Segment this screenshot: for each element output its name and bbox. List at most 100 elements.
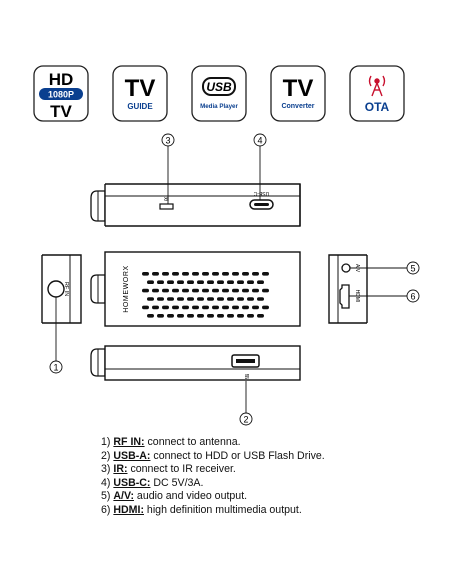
badge-tv-guide: TV GUIDE xyxy=(112,65,168,122)
vent-slot xyxy=(207,314,214,318)
vent-slot xyxy=(207,280,214,284)
vent-slot xyxy=(207,297,214,301)
callout-6: 6 xyxy=(349,289,420,303)
callout-3: 3 xyxy=(161,133,175,204)
vent-slot xyxy=(152,288,159,293)
vent-slot xyxy=(257,297,264,301)
vent-slot xyxy=(262,288,269,293)
vent-slot xyxy=(177,297,184,301)
svg-text:Converter: Converter xyxy=(281,103,314,110)
vent-slot xyxy=(217,314,224,318)
vent-slot xyxy=(227,297,234,301)
svg-text:5: 5 xyxy=(410,264,415,274)
vent-slot xyxy=(142,272,149,276)
vent-slot xyxy=(172,288,179,293)
vent-slot xyxy=(177,314,184,318)
rf-in-label: RF IN xyxy=(63,282,69,296)
svg-text:Media Player: Media Player xyxy=(200,103,238,110)
vent-slot xyxy=(232,288,239,293)
svg-text:GUIDE: GUIDE xyxy=(127,102,153,111)
vent-slot xyxy=(242,288,249,293)
vent-slot xyxy=(257,314,264,318)
svg-text:1: 1 xyxy=(53,363,58,373)
vent-slot xyxy=(157,280,164,284)
device-front-view: HOMEWORX xyxy=(90,251,301,327)
badge-usb-media-player: USB Media Player xyxy=(191,65,247,122)
vent-slot xyxy=(162,272,169,276)
vent-slot xyxy=(222,305,229,310)
vent-slot xyxy=(157,297,164,301)
vent-slot xyxy=(202,272,209,276)
svg-text:TV: TV xyxy=(283,75,314,102)
vent-slot xyxy=(217,280,224,284)
vent-slot xyxy=(197,297,204,301)
usb-logo: USB xyxy=(206,80,232,94)
vent-slot xyxy=(152,272,159,276)
vent-slot xyxy=(202,305,209,310)
badge-tv-converter: TV Converter xyxy=(270,65,326,122)
vent-slot xyxy=(217,297,224,301)
usb-symbol-icon: ⭿ xyxy=(245,373,250,381)
svg-text:HD: HD xyxy=(49,70,74,89)
vent-slot xyxy=(192,305,199,310)
rf-in-port xyxy=(47,280,65,298)
vent-slot xyxy=(252,272,259,276)
badge-hd-1080p-tv: HD 1080P TV xyxy=(33,65,89,122)
legend-item-ir: 3) IR: connect to IR receiver. xyxy=(101,463,236,476)
svg-text:1080P: 1080P xyxy=(48,90,74,100)
vent-slot xyxy=(247,280,254,284)
vent-slot xyxy=(237,314,244,318)
vent-slot xyxy=(257,280,264,284)
svg-text:2: 2 xyxy=(243,415,248,425)
vent-slot xyxy=(242,272,249,276)
vent-slot xyxy=(147,280,154,284)
svg-text:TV: TV xyxy=(125,75,156,102)
vent-slot xyxy=(197,314,204,318)
device-top-view: IR USB-C xyxy=(90,183,301,227)
callout-1: 1 xyxy=(49,297,63,374)
vent-slot xyxy=(187,297,194,301)
vent-slot xyxy=(177,280,184,284)
vent-slot xyxy=(222,288,229,293)
vent-slot xyxy=(172,272,179,276)
callout-5: 5 xyxy=(350,261,420,275)
brand-label: HOMEWORX xyxy=(123,265,130,313)
vent-slot xyxy=(232,272,239,276)
antenna-icon xyxy=(368,75,386,97)
vent-slot xyxy=(162,305,169,310)
usb-c-port-label: USB-C xyxy=(253,190,269,196)
vent-slot xyxy=(167,297,174,301)
vent-slot xyxy=(192,288,199,293)
svg-text:3: 3 xyxy=(165,136,170,146)
vent-slot xyxy=(182,272,189,276)
vent-slot xyxy=(202,288,209,293)
legend-item-usb-a: 2) USB-A: connect to HDD or USB Flash Dr… xyxy=(101,449,325,462)
svg-text:OTA: OTA xyxy=(365,100,390,114)
av-port xyxy=(341,263,351,273)
vent-slot xyxy=(187,280,194,284)
device-end-view-av-hdmi: A/V HDMI xyxy=(328,254,368,324)
vent-slot xyxy=(167,314,174,318)
vent-slot xyxy=(212,288,219,293)
vent-slot xyxy=(227,280,234,284)
vent-slot xyxy=(172,305,179,310)
vent-slot xyxy=(252,288,259,293)
ir-port-label: IR xyxy=(164,195,169,201)
ir-port xyxy=(159,203,174,210)
vent-grille xyxy=(142,272,269,318)
vent-slot xyxy=(232,305,239,310)
vent-slot xyxy=(147,314,154,318)
svg-text:6: 6 xyxy=(410,292,415,302)
vent-slot xyxy=(262,272,269,276)
vent-slot xyxy=(212,305,219,310)
vent-slot xyxy=(187,314,194,318)
legend-item-av: 5) A/V: audio and video output. xyxy=(101,490,248,503)
vent-slot xyxy=(227,314,234,318)
vent-slot xyxy=(157,314,164,318)
vent-slot xyxy=(142,305,149,310)
vent-slot xyxy=(147,297,154,301)
legend-item-hdmi: 6) HDMI: high definition multimedia outp… xyxy=(101,503,302,516)
vent-slot xyxy=(152,305,159,310)
legend-item-rf-in: 1) RF IN: connect to antenna. xyxy=(101,436,241,448)
